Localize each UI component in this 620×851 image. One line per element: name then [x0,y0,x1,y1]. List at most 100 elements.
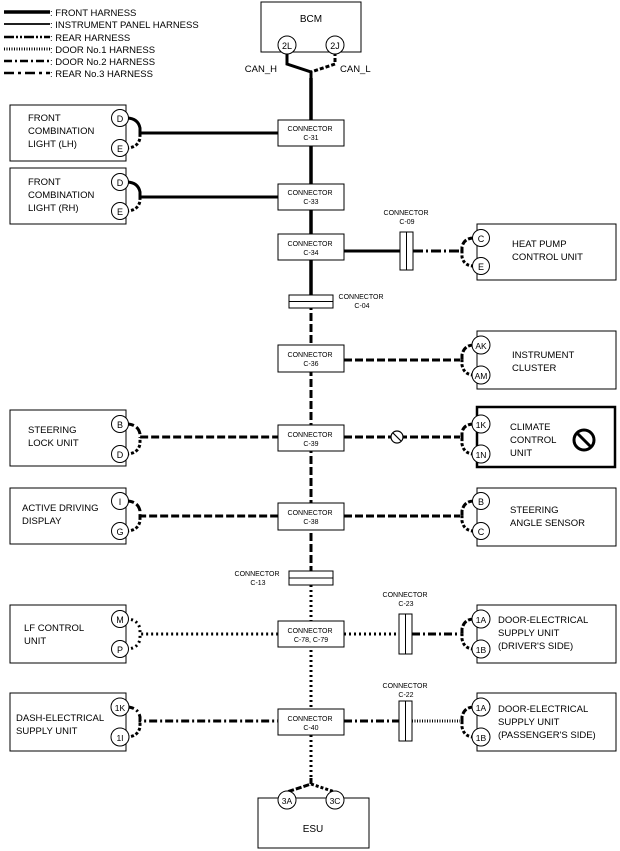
heat-pump-control-unit: CONNECTOR C-09 HEAT PUMP CONTROL UNIT C … [344,210,617,281]
steering-angle-pin-c-label: C [478,527,485,537]
steering-angle-pin-c [472,522,490,540]
climate-pin-1k-label: 1K [476,420,487,430]
door-driver-pin-1b [471,639,491,659]
front-rh-pin-e [111,202,129,220]
active-display-line-2: DISPLAY [22,516,62,527]
connector-c38: CONNECTOR C-38 [277,502,345,531]
active-driving-display: ACTIVE DRIVING DISPLAY I G [9,487,278,545]
connector-c34-line-2: C-34 [303,250,318,257]
connector-c22-line-2: C-22 [398,692,413,699]
front-rh-line-2: COMBINATION [28,190,94,201]
connector-c33-line-2: C-33 [303,199,318,206]
connector-c38-line-2: C-38 [303,519,318,526]
lf-control-line-2: UNIT [24,636,46,647]
connector-c33-line-1: CONNECTOR [288,190,333,197]
esu-module: ESU 3A 3C [257,778,370,849]
svg-text:STEERING ANGLE SENSOR: STEERING ANGLE SENSOR [510,505,585,529]
connector-c36-body [277,344,345,373]
connector-c33: CONNECTOR C-33 [277,183,345,211]
steering-lock-pin-d [111,445,129,463]
connector-c04-line-1: CONNECTOR [339,294,384,301]
svg-text:INSTRUMENT CLUSTER: INSTRUMENT CLUSTER [512,350,577,374]
svg-text:DASH-ELECTRICAL SUPPLY U: DASH-ELECTRICAL SUPPLY UNIT [16,713,106,737]
svg-text:LF CONTROL UNIT: LF CONTROL UNIT [24,623,86,647]
bcm-box [260,1,362,53]
legend-front-label: : FRONT HARNESS [50,8,136,19]
connector-c36-line-1: CONNECTOR [288,352,333,359]
steering-angle-sensor: STEERING ANGLE SENSOR B C [344,487,617,547]
door-driver-line-1: DOOR-ELECTRICAL [498,615,588,626]
connector-c22-line-1: CONNECTOR [383,683,428,690]
front-lh-box [9,104,127,162]
steering-lock-can-h-wire [125,422,278,439]
connector-c34: CONNECTOR C-34 [277,233,345,261]
front-rh-can-h-wire [125,180,278,199]
steering-angle-line-1: STEERING [510,505,559,516]
connector-c40-line-2: C-40 [303,725,318,732]
front-rh-pin-d-label: D [117,178,124,188]
door-electrical-driver: CONNECTOR C-23 DOOR-ELECTRICAL SUPPLY UN… [344,592,617,664]
connector-c39: CONNECTOR C-39 [277,424,345,452]
active-display-can-h-wire [125,499,278,518]
bcm-can-l-wire [310,52,337,74]
connector-c78-body [277,620,345,648]
svg-text:CONNECTOR C-78, C-79: CONNECTOR C-78, C-79 [288,628,335,644]
door-driver-box [476,604,617,664]
heat-pump-line-1: HEAT PUMP [512,239,566,250]
steering-lock-pin-d-label: D [117,450,124,460]
instrument-line-2: CLUSTER [512,363,556,374]
connector-c78-c79: CONNECTOR C-78, C-79 [277,620,345,648]
connector-c31-line-1: CONNECTOR [288,126,333,133]
front-lh-pin-e [111,139,129,157]
esu-title: ESU [303,824,324,835]
dash-supply-can-h-wire [125,705,278,723]
svg-text:CONNECTOR C-22: CONNECTOR C-22 [383,683,430,699]
svg-text:CONNECTOR C-04: CONNECTOR C-04 [339,294,386,310]
active-display-box [9,487,127,545]
connector-c33-body [277,183,345,211]
dash-supply-line-1: DASH-ELECTRICAL [16,713,104,724]
door-driver-pin-1a [471,609,491,629]
bcm-can-h-wire [285,52,313,80]
esu-pin-3c-label: 3C [330,796,341,806]
lf-control-pin-p [111,640,129,658]
instrument-line-1: INSTRUMENT [512,350,574,361]
door-passenger-line-3: (PASSENGER'S SIDE) [498,730,596,741]
connector-c23-line-1: CONNECTOR [383,592,428,599]
climate-pin-1n-label: 1N [476,450,487,460]
connector-c31-body [277,119,345,147]
connector-c34-body [277,233,345,261]
heat-pump-line-2: CONTROL UNIT [512,252,583,263]
svg-text:CONNECTOR C-23: CONNECTOR C-23 [383,592,430,608]
door-passenger-pin-1a-label: 1A [476,703,487,713]
svg-text:CONNECTOR C-13: CONNECTOR C-13 [235,571,282,587]
door-passenger-pin-1a [471,697,491,717]
legend: : FRONT HARNESS : INSTRUMENT PANEL HARNE… [4,8,199,80]
connector-c39-body [277,424,345,452]
lf-control-pin-m [111,610,129,628]
svg-text:HEAT PUMP CONTROL UNIT: HEAT PUMP CONTROL UNIT [512,239,583,263]
heat-pump-box [476,223,617,281]
heat-pump-can-l-wire [460,251,475,268]
prohibited-icon [572,428,596,452]
door-driver-pin-1a-label: 1A [476,615,487,625]
connector-c34-line-1: CONNECTOR [288,241,333,248]
svg-text:CONNECTOR C-33: CONNECTOR C-33 [288,190,335,206]
connector-c31-line-2: C-31 [303,135,318,142]
bcm-pin-2l [277,35,297,55]
connector-c09-line-1: CONNECTOR [384,210,429,217]
legend-rear3-label: : REAR No.3 HARNESS [50,69,153,80]
svg-text:CLIMATE CONTROL UN: CLIMATE CONTROL UNIT [510,422,559,459]
front-lh-line-2: COMBINATION [28,126,94,137]
bcm-module: BCM 2L 2J CAN_H CAN_L [245,1,371,80]
steering-lock-line-1: STEERING [28,425,77,436]
svg-text:CONNECTOR C-09: CONNECTOR C-09 [384,210,431,226]
dash-supply-pin-1i-label: 1I [116,733,123,743]
climate-pin-1n [471,444,491,464]
front-rh-pin-e-label: E [117,207,123,217]
climate-line-2: CONTROL [510,435,556,446]
front-lh-pin-d-label: D [117,114,124,124]
bcm-title: BCM [300,14,322,25]
instrument-pin-ak [471,335,491,355]
